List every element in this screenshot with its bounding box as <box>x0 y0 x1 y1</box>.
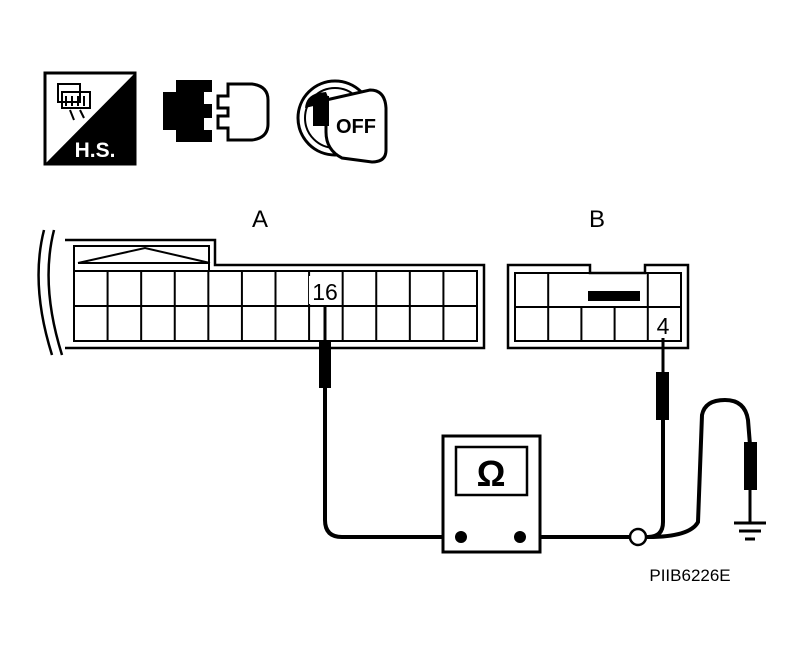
disconnected-connector-icon <box>163 80 270 142</box>
ignition-key-off-icon: OFF <box>296 79 388 164</box>
wire-junction <box>628 527 648 547</box>
terminal-4-label: 4 <box>657 313 670 339</box>
connector-b <box>506 263 690 350</box>
meter-terminal-right <box>514 531 526 543</box>
figure-id: PIIB6226E <box>649 566 730 585</box>
key-off-label: OFF <box>336 116 376 138</box>
ground-symbol-icon <box>734 521 766 541</box>
terminal-16-label: 16 <box>312 279 338 305</box>
ohm-symbol: Ω <box>477 453 506 494</box>
ohmmeter: Ω <box>441 434 542 554</box>
connector-a <box>37 229 486 356</box>
probe-a <box>319 305 460 539</box>
harness-side-icon: H.S. <box>43 71 137 166</box>
harness-side-label: H.S. <box>75 139 116 162</box>
meter-terminal-left <box>455 531 467 543</box>
connector-b-label: B <box>589 206 605 233</box>
ground-lead <box>647 397 757 539</box>
connector-a-label: A <box>252 206 268 233</box>
probe-b <box>520 338 669 539</box>
